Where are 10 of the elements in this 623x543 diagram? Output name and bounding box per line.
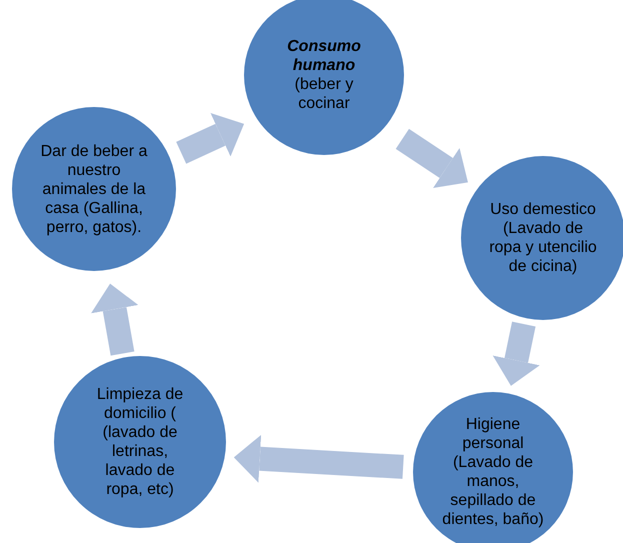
node-text: Higiene personal (Lavado de manos, sepillado de dientes, baño) [441, 415, 545, 529]
block-arrow [492, 322, 540, 386]
block-arrow [396, 128, 468, 188]
node-text: Dar de beber a nuestro animales de la casa (Gallina, perro, gatos). [40, 142, 148, 236]
node-text: Uso demestico (Lavado de ropa y utencilio de cicina) [489, 200, 597, 276]
block-arrow [234, 434, 404, 483]
block-arrow [91, 284, 138, 356]
node-text: (beber y cocinar [294, 75, 354, 113]
node-heading: Consumo humano [286, 37, 362, 75]
node-text: Limpieza de domicilio ( (lavado de letrinas, lavado de ropa, etc) [96, 385, 184, 499]
